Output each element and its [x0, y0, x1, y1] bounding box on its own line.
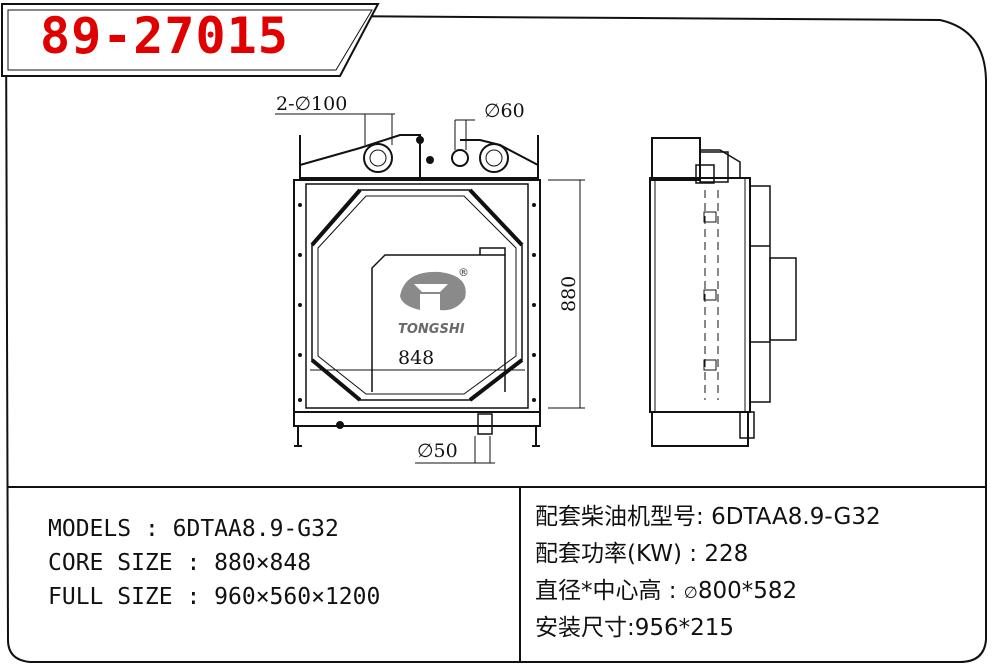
- spec-full-size: FULL SIZE : 960×560×1200: [48, 584, 381, 610]
- logo-text: TONGSHI: [398, 322, 465, 337]
- height-dimension-label: 880: [558, 276, 580, 312]
- tongshi-logo: [400, 271, 466, 311]
- cap-diameter-label: ∅60: [484, 100, 525, 122]
- title-tab: [1, 3, 380, 77]
- spec-core-size: CORE SIZE : 880×848: [48, 550, 312, 576]
- front-view: [293, 134, 541, 447]
- dimension-lines: [275, 113, 585, 464]
- spec-diameter-height: 直径*中心高 : ∅800*582: [535, 578, 798, 604]
- part-code: 89-27015: [40, 7, 289, 65]
- inlet-pipes: [336, 136, 509, 429]
- spec-engine-model: 配套柴油机型号: 6DTAA8.9-G32: [535, 504, 881, 530]
- logo-registered-mark: ®: [458, 266, 469, 279]
- spec-mount-size: 安装尺寸:956*215: [535, 615, 735, 641]
- width-dimension-label: 848: [398, 347, 434, 369]
- spec-models: MODELS : 6DTAA8.9-G32: [48, 516, 339, 542]
- inlet-diameter-label: 2-∅100: [276, 93, 347, 115]
- outlet-diameter-label: ∅50: [417, 440, 458, 462]
- spec-power: 配套功率(KW) : 228: [535, 541, 749, 567]
- frame-bolts: [298, 203, 536, 402]
- side-view: [649, 137, 797, 447]
